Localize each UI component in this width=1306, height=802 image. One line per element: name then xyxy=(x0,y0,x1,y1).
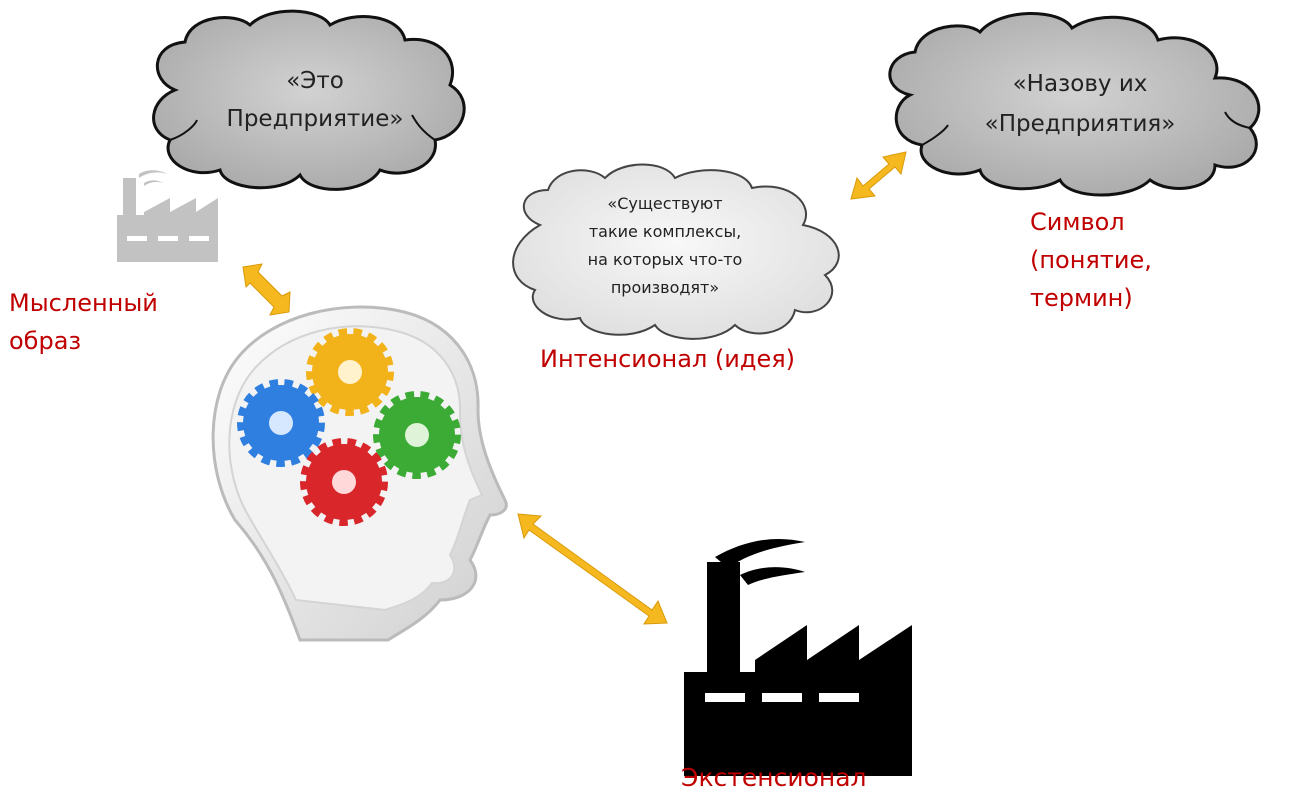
double-arrow-icon xyxy=(517,513,668,625)
image-cloud-text: «Это Предприятие» xyxy=(195,62,435,138)
cloud-icon xyxy=(512,163,840,340)
symbol-cloud-text: «Назову их «Предприятия» xyxy=(940,64,1220,144)
cloud-line: «Назову их xyxy=(1012,71,1148,97)
idea-cloud-text: «Существуют такие комплексы, на которых … xyxy=(545,190,785,302)
cloud-line: на которых что-то xyxy=(587,250,743,269)
double-arrow-icon xyxy=(242,263,291,316)
symbol-label: Символ (понятие, термин) xyxy=(1030,203,1152,317)
factory-icon xyxy=(117,170,218,262)
gear-icon xyxy=(237,379,325,467)
extension-label: Экстенсионал xyxy=(681,763,867,792)
cloud-line: «Существуют xyxy=(607,194,723,213)
intension-label: Интенсионал (идея) xyxy=(540,345,796,373)
label-line: образ xyxy=(9,327,82,355)
cloud-line: такие комплексы, xyxy=(588,222,742,241)
mental-image-label: Мысленный образ xyxy=(9,284,158,360)
double-arrow-icon xyxy=(850,151,907,200)
label-line: Мысленный xyxy=(9,289,158,317)
label-line: термин) xyxy=(1030,284,1133,312)
factory-icon xyxy=(684,538,912,776)
label-line: Символ xyxy=(1030,208,1125,236)
cloud-line: Предприятие» xyxy=(226,106,404,132)
gear-icon xyxy=(306,328,394,416)
gear-icon xyxy=(300,438,388,526)
cloud-icon xyxy=(888,12,1261,197)
cloud-icon xyxy=(152,9,466,191)
cloud-line: «Это xyxy=(286,68,344,94)
cloud-line: «Предприятия» xyxy=(984,111,1176,137)
gear-icon xyxy=(373,391,461,479)
label-line: (понятие, xyxy=(1030,246,1152,274)
cloud-line: производят» xyxy=(610,278,720,297)
